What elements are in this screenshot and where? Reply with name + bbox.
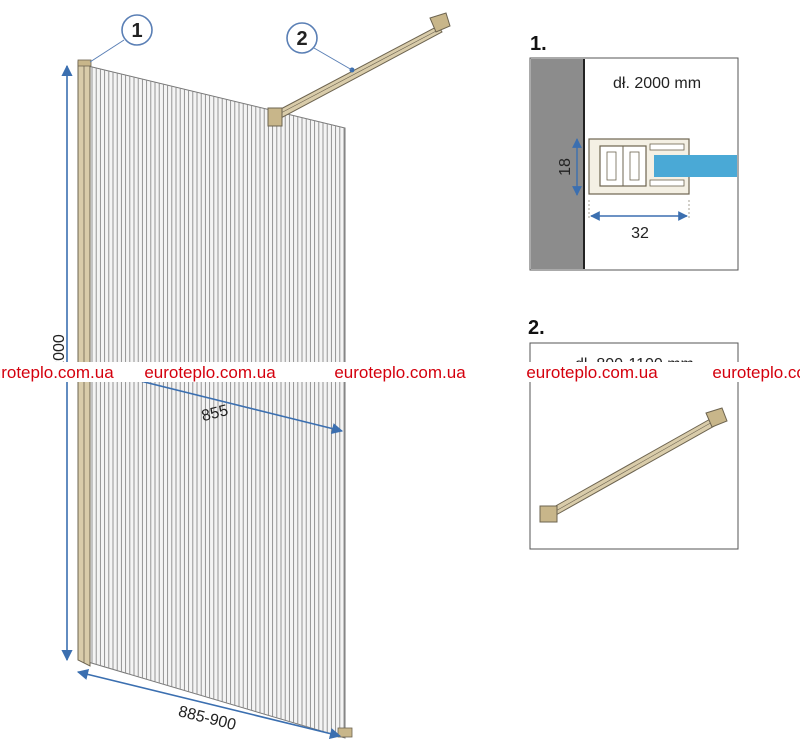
profile-cross-section — [588, 138, 690, 195]
profile-top-cap — [77, 59, 92, 67]
callout-1: 1 — [89, 14, 153, 63]
detail-1-width: 32 — [631, 225, 649, 242]
detail-2-end-cap — [705, 407, 728, 428]
detail-1-depth: 18 — [557, 158, 574, 176]
callout-2: 2 — [286, 22, 353, 71]
watermark-text: euroteplo.com.ua — [712, 363, 800, 382]
watermark-text: euroteplo.com.ua — [0, 363, 114, 382]
bottom-foot — [337, 727, 353, 738]
svg-text:2000: 2000 — [51, 334, 68, 370]
watermark-text: euroteplo.com.ua — [334, 363, 466, 382]
svg-text:855: 855 — [200, 402, 230, 425]
svg-text:885-900: 885-900 — [177, 703, 238, 734]
svg-text:2: 2 — [296, 28, 307, 50]
svg-text:1: 1 — [131, 20, 142, 42]
detail-1-title: 1. — [530, 33, 547, 55]
watermark-text: euroteplo.com.ua — [526, 363, 658, 382]
bar-end-cap — [429, 12, 451, 33]
detail-1-length: dł. 2000 mm — [613, 75, 701, 92]
glass-section — [654, 155, 737, 177]
watermark-text: euroteplo.com.ua — [144, 363, 276, 382]
detail-2-title: 2. — [528, 317, 545, 339]
detail-2-clamp — [539, 505, 558, 523]
detail-1-box: dł. 2000 mm 18 32 — [529, 57, 739, 271]
bar-wall-clamp — [267, 107, 283, 127]
stabilizer-bar — [267, 12, 451, 127]
watermark: euroteplo.com.ua euroteplo.com.ua eurote… — [0, 362, 800, 382]
